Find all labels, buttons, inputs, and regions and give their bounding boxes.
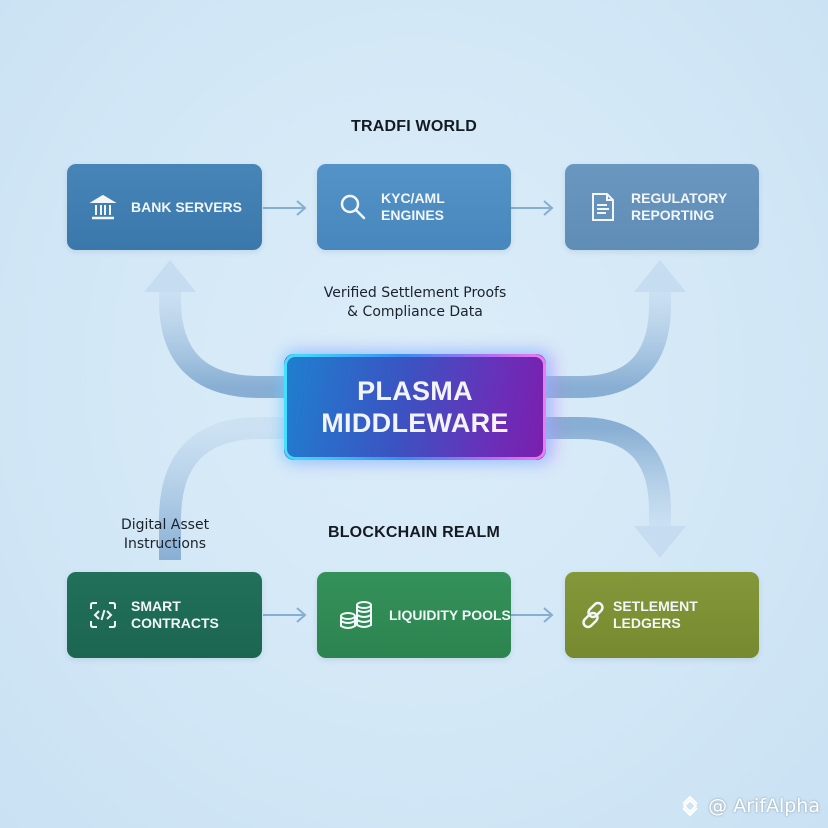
- tradfi-world-title: TRADFI WORLD: [351, 118, 477, 135]
- bank-icon: [87, 191, 119, 223]
- plasma-middleware-label: PLASMA MIDDLEWARE: [321, 375, 509, 439]
- bank-servers-label: BANK SERVERS: [131, 198, 242, 215]
- blockchain-realm-title: BLOCKCHAIN REALM: [327, 524, 501, 541]
- settlement-ledgers-box[interactable]: SETLEMENT LEDGERS: [565, 572, 759, 658]
- arrow-head-down-right: [634, 526, 686, 558]
- regulatory-reporting-box[interactable]: REGULATORY REPORTING: [565, 164, 759, 250]
- liquidity-pools-box[interactable]: LIQUIDITY POOLS: [317, 572, 511, 658]
- middleware-line2: MIDDLEWARE: [321, 408, 509, 438]
- small-arrow-pools-to-ledgers: [511, 607, 554, 623]
- watermark: @ ArifAlpha: [678, 794, 820, 818]
- small-arrow-contracts-to-pools: [263, 607, 307, 623]
- plasma-middleware-box[interactable]: PLASMA MIDDLEWARE: [284, 354, 546, 460]
- coins-icon: [337, 599, 377, 631]
- chain-link-icon: [577, 599, 609, 631]
- regulatory-reporting-label: REGULATORY REPORTING: [631, 190, 727, 224]
- watermark-text: @ ArifAlpha: [708, 795, 820, 817]
- regulatory-reporting-line1: REGULATORY: [631, 190, 728, 206]
- settlement-ledgers-label: SETLEMENT LEDGERS: [613, 598, 698, 631]
- digital-asset-line1: Digital Asset: [120, 517, 210, 533]
- binance-logo-icon: [678, 794, 702, 818]
- arrow-to-regulatory-reporting: [546, 292, 671, 398]
- middleware-line1: PLASMA: [357, 376, 473, 406]
- kyc-aml-engines-label: KYC/AML ENGINES: [381, 190, 445, 223]
- document-icon: [587, 191, 619, 223]
- arrow-head-up-left: [144, 260, 196, 292]
- arrow-from-digital-asset: [159, 417, 284, 560]
- verified-proofs-line1: Verified Settlement Proofs: [323, 285, 507, 301]
- regulatory-reporting-line2: REPORTING: [631, 207, 715, 223]
- verified-proofs-caption: Verified Settlement Proofs & Compliance …: [300, 284, 530, 322]
- small-arrow-kyc-to-reporting: [511, 200, 554, 216]
- digital-asset-line2: Instructions: [123, 536, 207, 552]
- arrow-to-bank-servers: [159, 292, 284, 398]
- liquidity-pools-label: LIQUIDITY POOLS: [389, 606, 511, 623]
- code-icon: [87, 599, 119, 631]
- smart-contracts-box[interactable]: SMART CONTRACTS: [67, 572, 262, 658]
- digital-asset-caption: Digital Asset Instructions: [95, 516, 235, 554]
- bank-servers-box[interactable]: BANK SERVERS: [67, 164, 262, 250]
- smart-contracts-label: SMART CONTRACTS: [131, 598, 219, 631]
- search-icon: [337, 191, 369, 223]
- kyc-aml-engines-box[interactable]: KYC/AML ENGINES: [317, 164, 511, 250]
- small-arrow-bank-to-kyc: [263, 200, 307, 216]
- arrow-to-settlement-ledgers: [546, 417, 671, 526]
- verified-proofs-line2: & Compliance Data: [347, 304, 483, 320]
- arrow-head-up-right: [634, 260, 686, 292]
